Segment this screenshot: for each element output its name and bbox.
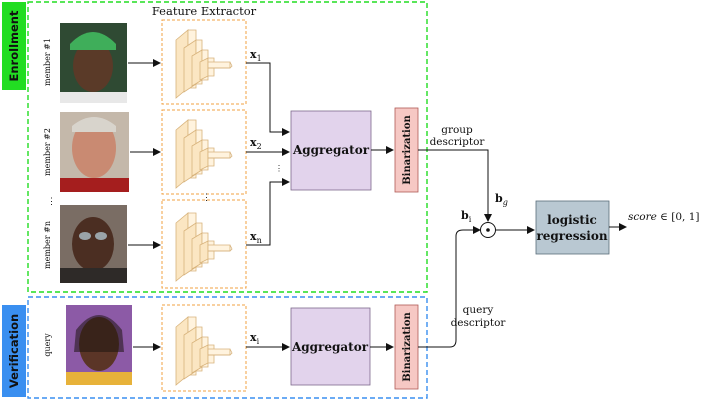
feature-extractor-n — [161, 199, 247, 289]
feature-extractor-2 — [161, 109, 247, 195]
aggregator-query-box — [290, 307, 371, 386]
member-1-photo — [60, 23, 127, 103]
feature-xi: xi — [250, 331, 260, 346]
hadamard-product-node — [480, 222, 496, 238]
connection-ellipsis: ⋮ — [275, 164, 283, 173]
binarization-query-label: Binarization — [402, 311, 413, 381]
query-label: query — [43, 333, 52, 357]
logistic-line2: regression — [536, 229, 607, 243]
arrow-x1-aggregator — [246, 62, 290, 136]
binarization-enroll-label: Binarization — [402, 114, 413, 184]
feature-xn: xn — [250, 230, 262, 245]
score-label: score ∈ [0, 1] — [628, 211, 700, 223]
feature-extractor-query — [161, 304, 247, 392]
feature-x1: x1 — [250, 48, 262, 63]
members-ellipsis: ⋮ — [47, 197, 56, 207]
bi-label: bi — [461, 209, 472, 224]
enrollment-section — [27, 1, 428, 293]
feature-extractor-1 — [161, 19, 247, 105]
aggregator-enroll-label: Aggregator — [292, 143, 370, 157]
enrollment-tag — [2, 2, 26, 90]
extractor-ellipsis: ⋮ — [202, 193, 211, 203]
arrow-xn-aggregator — [246, 178, 290, 246]
query-descriptor-line2: descriptor — [451, 317, 507, 329]
bg-label: bg — [495, 192, 508, 207]
feature-extractor-title: Feature Extractor — [152, 4, 257, 18]
verification-tag-label: Verification — [7, 314, 21, 388]
member-n-label: member #n — [43, 221, 52, 269]
arrow-query-descriptor — [418, 226, 481, 348]
member-2-photo — [60, 112, 129, 192]
aggregator-query-label: Aggregator — [291, 340, 369, 354]
aggregator-enroll-box — [290, 110, 372, 191]
group-descriptor-line1: group — [441, 124, 473, 136]
feature-x2: x2 — [250, 136, 262, 151]
enrollment-tag-label: Enrollment — [7, 10, 21, 81]
member-1-label: member #1 — [43, 38, 52, 86]
verification-tag — [2, 305, 26, 397]
member-n-photo — [60, 205, 127, 283]
member-2-label: member #2 — [43, 128, 52, 176]
logistic-regression-box — [535, 200, 610, 255]
logistic-line1: logistic — [547, 213, 597, 227]
arrow-group-descriptor — [418, 149, 492, 222]
query-photo — [66, 305, 132, 385]
query-descriptor-line1: query — [463, 304, 494, 316]
group-descriptor-line2: descriptor — [430, 136, 486, 148]
